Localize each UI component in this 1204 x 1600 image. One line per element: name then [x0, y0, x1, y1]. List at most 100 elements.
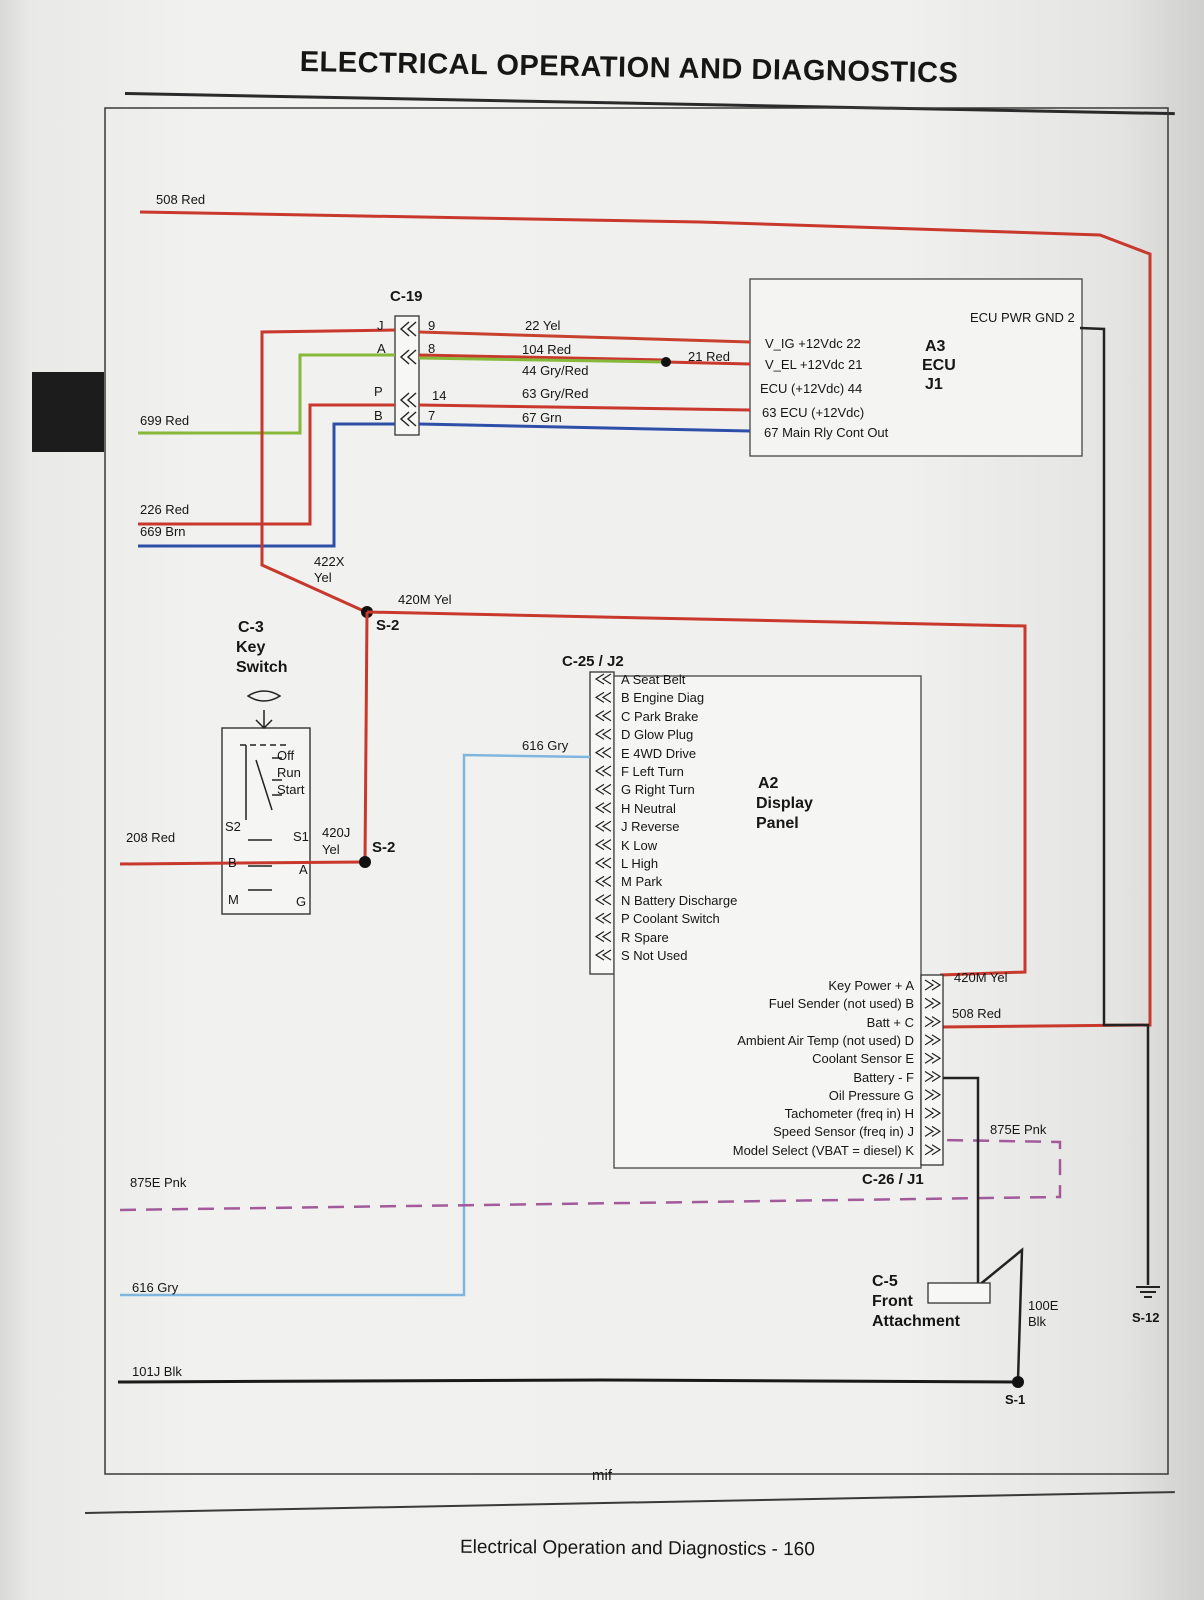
c25-name: C-25 / J2: [562, 653, 624, 670]
c19-pin-14: 14: [432, 388, 447, 403]
c25-chevron: [601, 747, 612, 759]
c26-pin-9: Model Select (VBAT = diesel) K: [732, 1142, 914, 1158]
c26-name: C-26 / J1: [862, 1171, 924, 1188]
label-wire-616-mid: 616 Gry: [522, 738, 569, 753]
c26-chevron: [931, 1016, 942, 1028]
c19-pin-a: A: [377, 341, 386, 356]
ecu-pin-44: ECU (+12Vdc) 44: [760, 381, 863, 396]
c25-chevron: [594, 747, 605, 759]
drawing-id: mif: [592, 1467, 612, 1484]
label-wire-100e-b: Blk: [1028, 1314, 1047, 1329]
c25-pin-8: J Reverse: [621, 819, 680, 835]
key-pos-off: Off: [277, 748, 295, 763]
key-switch-name-switch: Switch: [236, 659, 288, 676]
c25-chevron: [601, 765, 612, 777]
wire-669-brn: [138, 422, 395, 548]
key-term-b: B: [228, 855, 237, 870]
wire-44-gry-red: [418, 356, 666, 364]
c19-chevrons: [399, 321, 417, 427]
display-panel-box: [613, 675, 922, 1169]
c26-chevron: [931, 1107, 942, 1119]
c26-pin-5: Battery - F: [853, 1069, 914, 1085]
c19-name: C-19: [390, 288, 423, 305]
label-wire-22: 22 Yel: [525, 318, 561, 333]
label-wire-508-right: 508 Red: [952, 1006, 1002, 1021]
label-wire-508: 508 Red: [156, 192, 206, 207]
c25-pin-10: L High: [621, 856, 659, 871]
c25-chevron: [601, 949, 612, 961]
label-wire-100e-a: 100E: [1028, 1298, 1059, 1313]
c26-chevron: [931, 979, 942, 991]
c26-pin-6: Oil Pressure G: [828, 1087, 914, 1103]
c25-chevron: [594, 673, 605, 685]
c26-chevrons: [924, 979, 942, 1156]
ecu-pin-63: 63 ECU (+12Vdc): [762, 405, 865, 420]
c26-chevron: [924, 1070, 935, 1083]
c5-connector: [927, 1282, 991, 1304]
label-wire-226: 226 Red: [140, 502, 190, 517]
wire-100e-blk: [977, 1247, 1024, 1381]
wire-ecu-ground: [1079, 326, 1150, 1285]
c26-chevron: [931, 997, 942, 1009]
c26-pin-4: Coolant Sensor E: [812, 1051, 914, 1067]
label-wire-101j: 101J Blk: [132, 1364, 182, 1379]
c25-chevron: [601, 894, 612, 906]
c25-chevron: [601, 673, 612, 685]
c25-chevron: [601, 728, 612, 740]
c26-chevron: [924, 1052, 935, 1064]
ecu-label-j1: J1: [925, 376, 943, 393]
wire-67-grn: [418, 422, 751, 433]
c25-chevron: [594, 949, 605, 961]
key-switch-internals: [240, 690, 290, 891]
c25-pin-3: D Glow Plug: [621, 727, 694, 743]
c25-pin-14: R Spare: [621, 929, 669, 945]
c25-pin-7: H Neutral: [621, 800, 676, 816]
label-wire-420m-right: 420M Yel: [954, 970, 1008, 985]
c26-chevron: [931, 1070, 942, 1083]
c25-chevron: [601, 857, 612, 869]
ecu-label-a3: A3: [925, 338, 946, 355]
c25-chevron: [594, 894, 605, 906]
c25-pin-5: F Left Turn: [621, 764, 684, 779]
label-wire-420j-a: 420J: [322, 825, 351, 840]
c5-name: C-5: [872, 1273, 898, 1290]
key-term-a: A: [299, 862, 308, 877]
label-wire-420m: 420M Yel: [398, 592, 452, 607]
splice-label-s1: S-1: [1005, 1392, 1026, 1407]
ecu-pin-vig: V_IG +12Vdc 22: [765, 336, 861, 351]
c26-chevron: [924, 1089, 935, 1101]
key-switch-name-c3: C-3: [238, 619, 264, 636]
c5-name-front: Front: [872, 1293, 913, 1310]
key-term-s2: S2: [225, 819, 241, 834]
c26-pin-8: Speed Sensor (freq in) J: [773, 1124, 914, 1140]
c25-pin-15: S Not Used: [621, 948, 688, 963]
ecu-gnd-label: ECU PWR GND 2: [970, 310, 1075, 325]
c25-chevron: [601, 802, 612, 814]
label-wire-875e-right: 875E Pnk: [990, 1122, 1047, 1137]
section-tab-marker: [32, 372, 104, 452]
label-wire-422x-a: 422X: [314, 554, 345, 569]
ecu-pin-vel: V_EL +12Vdc 21: [765, 357, 863, 372]
c26-pin-2: Batt + C: [866, 1014, 914, 1030]
c25-chevron: [594, 728, 605, 740]
c19-pin-p: P: [374, 384, 383, 399]
wire-s2-link: [363, 611, 369, 863]
c25-chevron: [594, 931, 605, 943]
c25-chevron: [601, 783, 612, 795]
splice-s1: [1012, 1376, 1024, 1388]
c25-chevron: [594, 857, 605, 869]
c25-chevron: [601, 912, 612, 924]
c19-pin-j: J: [377, 318, 384, 333]
c25-chevron: [601, 710, 612, 722]
c25-pin-6: G Right Turn: [621, 782, 695, 798]
display-label-display: Display: [756, 795, 813, 812]
c26-chevron: [931, 1125, 942, 1137]
c26-pin-1: Fuel Sender (not used) B: [768, 996, 914, 1012]
c25-chevron: [594, 839, 605, 851]
c19-pin-9: 9: [428, 318, 436, 333]
key-term-m: M: [228, 892, 239, 907]
label-wire-422x-b: Yel: [314, 570, 332, 585]
c25-pin-2: C Park Brake: [621, 708, 699, 724]
c25-chevron: [594, 912, 605, 924]
